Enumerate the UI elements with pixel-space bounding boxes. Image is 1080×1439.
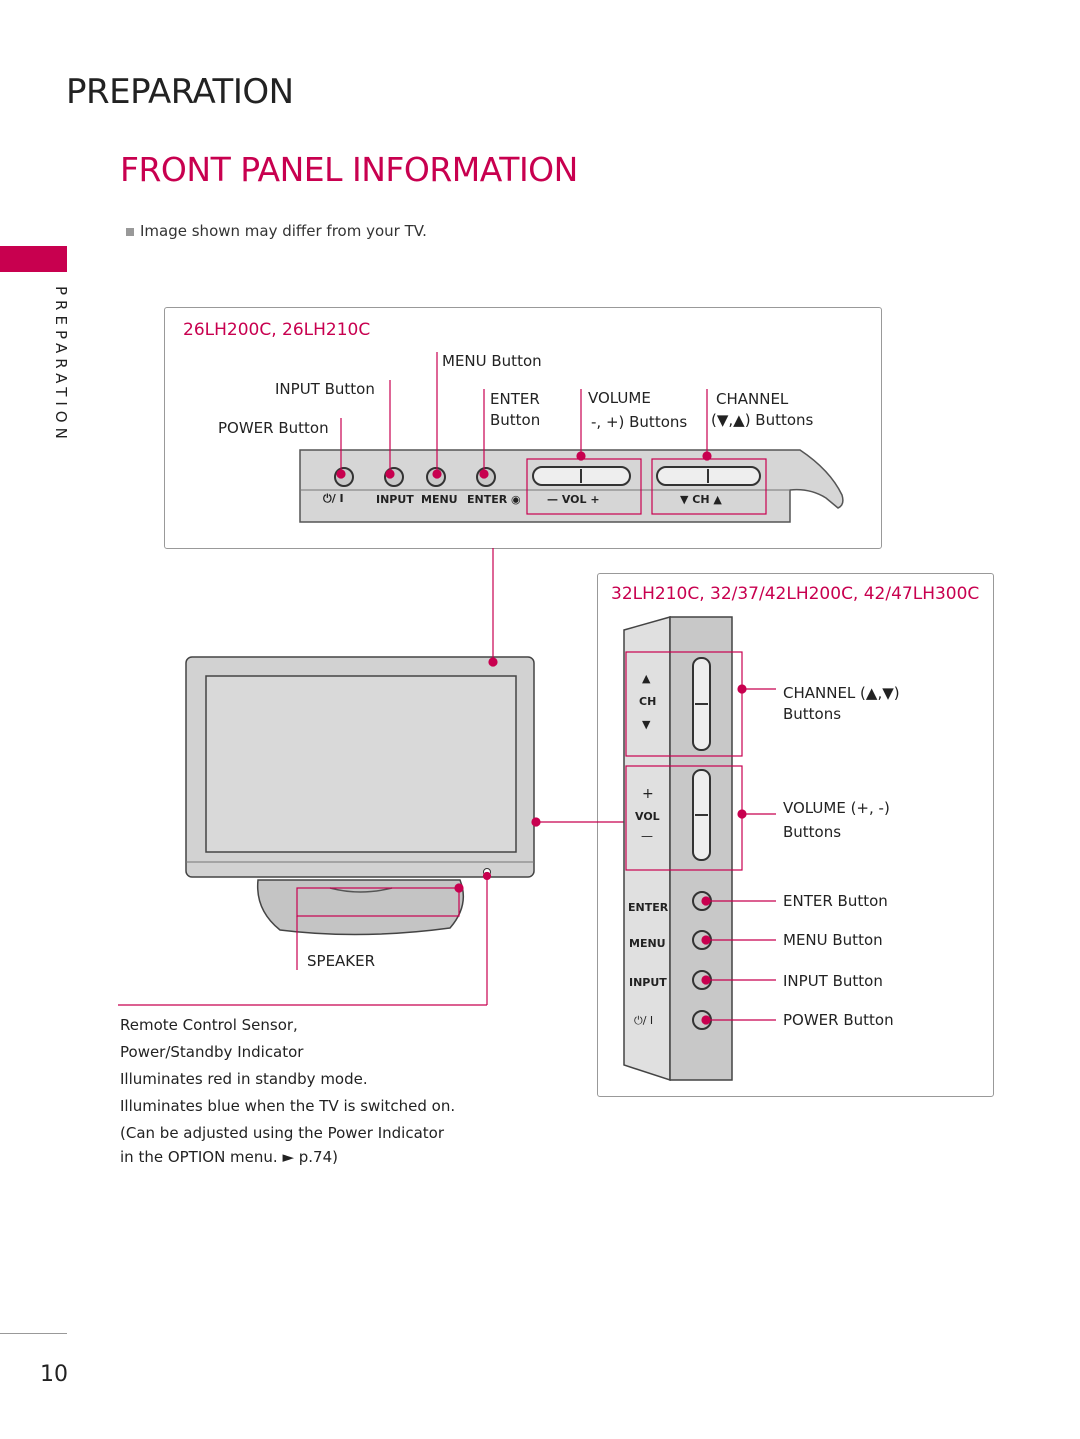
channel-sub-label: (▼,▲) Buttons [711, 411, 814, 429]
side-tab [0, 246, 67, 272]
small-callouts [336, 352, 712, 479]
sensor-line2: Power/Standby Indicator [120, 1043, 304, 1061]
strip-input-label: INPUT [376, 493, 414, 506]
side-ch-up: ▲ [642, 672, 651, 685]
strip-ch-label: ▼ CH ▲ [680, 493, 722, 506]
small-model-box [164, 307, 882, 549]
page-number: 10 [40, 1362, 68, 1387]
side-label: PREPARATION [52, 286, 70, 444]
side-vol-label: VOL [635, 810, 660, 823]
small-panel-strip [299, 449, 844, 523]
volume-sub-label-2: Buttons [783, 823, 842, 841]
note-text: Image shown may differ from your TV. [140, 222, 427, 240]
bullet-icon [126, 227, 134, 236]
input-label: INPUT Button [783, 972, 883, 990]
note: Image shown may differ from your TV. [126, 222, 427, 240]
enter-title-label: ENTER [490, 390, 540, 408]
enter-label: ENTER Button [783, 892, 888, 910]
tv-drawing [185, 656, 535, 936]
volume-label: VOLUME (+, -) [783, 799, 890, 817]
tv-callouts [118, 548, 625, 1006]
strip-power-label: ⏻/ I [323, 492, 344, 505]
side-ch-label: CH [639, 695, 657, 708]
illum-red-text: Illuminates red in standby mode. [120, 1070, 368, 1088]
channel-label: CHANNEL (▲,▼) [783, 684, 900, 702]
side-power-label: ⏻/ I [634, 1014, 654, 1027]
volume-sub-label: -, +) Buttons [591, 413, 688, 431]
channel-title-label: CHANNEL [716, 390, 789, 408]
enter-sub-label: Button [490, 411, 541, 429]
adjust-line1: (Can be adjusted using the Power Indicat… [120, 1124, 444, 1142]
menu-button-label: MENU Button [442, 352, 542, 370]
channel-sub-label-2: Buttons [783, 705, 842, 723]
strip-enter-label: ENTER ◉ [467, 493, 521, 506]
volume-title-label: VOLUME [588, 389, 651, 407]
speaker-label: SPEAKER [307, 952, 376, 970]
large-model-box [597, 573, 994, 1097]
side-menu-label: MENU [629, 937, 666, 950]
strip-vol-label: — VOL + [547, 493, 600, 506]
page-title: FRONT PANEL INFORMATION [120, 150, 578, 189]
menu-label: MENU Button [783, 931, 883, 949]
footer-rule [0, 1333, 67, 1334]
illum-blue-text: Illuminates blue when the TV is switched… [120, 1097, 456, 1115]
side-vol-minus: — [641, 829, 653, 843]
strip-menu-label: MENU [421, 493, 458, 506]
power-label: POWER Button [783, 1011, 894, 1029]
side-input-label: INPUT [629, 976, 667, 989]
large-callouts [701, 684, 776, 1025]
side-ch-down: ▼ [642, 718, 651, 731]
side-vol-plus: + [642, 786, 654, 802]
side-enter-label: ENTER [628, 901, 669, 914]
input-button-label: INPUT Button [275, 380, 375, 398]
small-model-title: 26LH200C, 26LH210C [183, 320, 371, 340]
power-button-label: POWER Button [218, 419, 329, 437]
large-model-title: 32LH210C, 32/37/42LH200C, 42/47LH300C [611, 584, 980, 604]
adjust-line2: in the OPTION menu. ► p.74) [120, 1148, 338, 1166]
sensor-line1: Remote Control Sensor, [120, 1016, 298, 1034]
section-title: PREPARATION [66, 72, 294, 112]
large-panel-strip [623, 616, 743, 1082]
